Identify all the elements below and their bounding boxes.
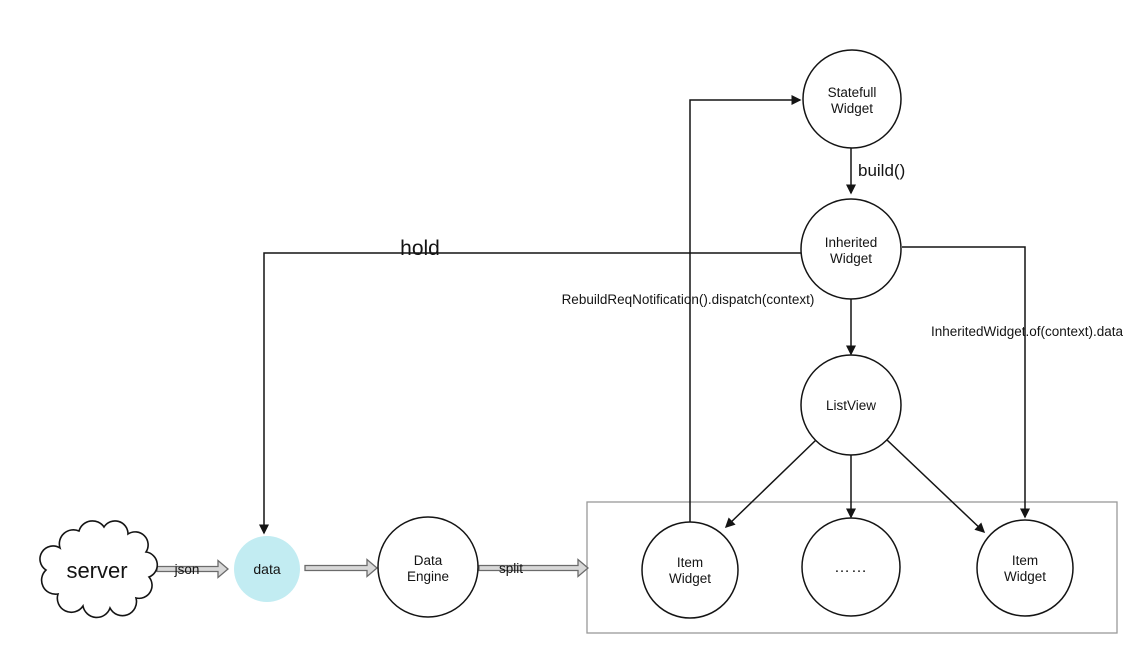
split-edge-label: split [499, 561, 523, 576]
item-widget-left-circle [641, 521, 739, 619]
server-cloud-node: server [39, 520, 159, 619]
item-widget-right-node: Item Widget [976, 519, 1074, 617]
item-widget-left-node: Item Widget [641, 521, 739, 619]
rebuild-notification-edge-label: RebuildReqNotification().dispatch(contex… [562, 292, 815, 307]
json-edge-label: json [174, 562, 200, 577]
server-label: server [66, 558, 127, 583]
item-widget-right-label-line1: Item [1012, 553, 1038, 568]
listview-circle [800, 354, 902, 456]
edge-listview-to-itemwidget-right [886, 439, 986, 534]
data-label: data [253, 561, 280, 577]
item-widget-left-label-line2: Widget [669, 571, 711, 586]
item-widget-middle-dots: …… [834, 559, 868, 576]
statefull-widget-label-line1: Statefull [828, 85, 877, 100]
inherited-widget-node: Inherited Widget [800, 198, 902, 300]
item-widget-middle-circle [801, 517, 901, 617]
statefull-widget-label-line2: Widget [831, 101, 873, 116]
inherited-widget-label-line1: Inherited [825, 235, 878, 250]
inherited-widget-circle [800, 198, 902, 300]
cloud-shape [39, 520, 159, 619]
statefull-widget-node: Statefull Widget [802, 49, 902, 149]
statefull-widget-circle [802, 49, 902, 149]
json-block-arrow [156, 559, 230, 579]
data-engine-label-line2: Engine [407, 569, 449, 584]
data-engine-label-line1: Data [414, 553, 443, 568]
edge-inheritedof-to-itemwidget-right [902, 246, 1030, 519]
inheritedwidget-of-edge-label: InheritedWidget.of(context).data [931, 324, 1124, 339]
split-block-arrow [478, 558, 590, 578]
item-widget-middle-node: …… [801, 517, 901, 617]
data-node: data [234, 536, 300, 602]
listview-node: ListView [800, 354, 902, 456]
item-widget-right-label-line2: Widget [1004, 569, 1046, 584]
item-widget-left-label-line1: Item [677, 555, 703, 570]
edge-itemwidget-to-statefullwidget [689, 95, 802, 522]
data-circle [234, 536, 300, 602]
data-to-engine-block-arrow [304, 558, 379, 578]
edge-hold-inherited-to-data [259, 252, 801, 535]
listview-label: ListView [826, 398, 876, 413]
item-widget-right-circle [976, 519, 1074, 617]
edge-listview-to-itemwidget-left [724, 439, 817, 529]
inherited-widget-label-line2: Widget [830, 251, 872, 266]
data-engine-circle [377, 516, 479, 618]
data-engine-node: Data Engine [377, 516, 479, 618]
hold-edge-label: hold [400, 237, 440, 260]
build-edge-label: build() [858, 161, 905, 180]
